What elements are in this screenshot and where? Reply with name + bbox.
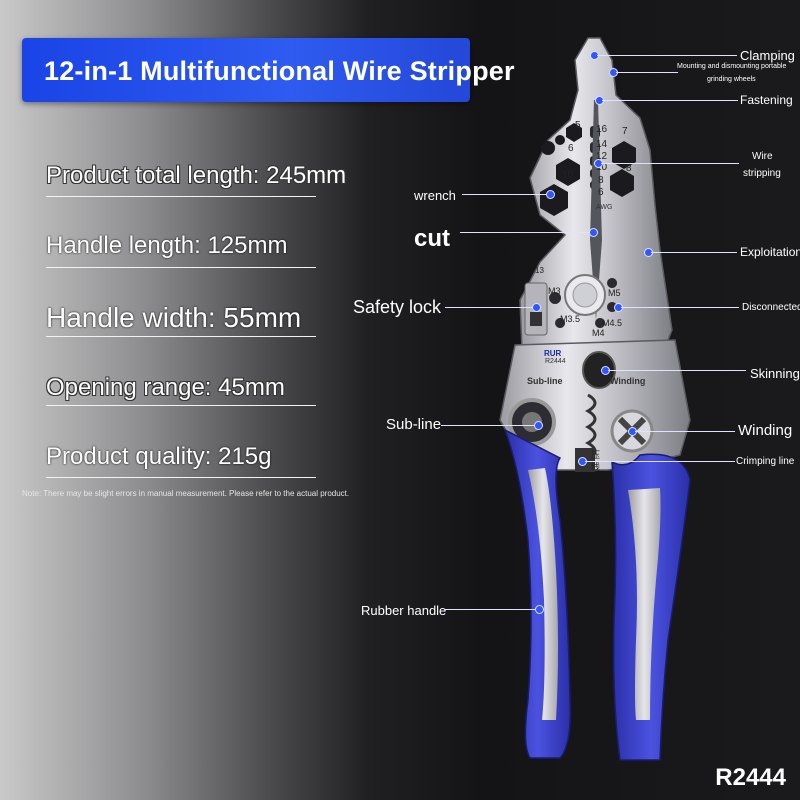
screw-mark: M3.5 <box>560 314 581 324</box>
gauge-mark: 10 <box>562 170 574 181</box>
callout-line <box>621 307 739 308</box>
label-skinning: Skinning <box>750 366 800 381</box>
label-exploitation: Exploitation <box>740 245 800 259</box>
label-wire: Wire <box>752 151 773 162</box>
label-clamping: Clamping <box>740 48 795 63</box>
spec-opening-range: Opening range: 45mm <box>46 374 285 401</box>
callout-line <box>597 55 737 56</box>
callout-line <box>462 194 548 195</box>
gauge-mark: 8 <box>598 175 604 186</box>
callout-line <box>616 72 678 73</box>
gauge-mark: 14 <box>596 139 608 150</box>
gauge-mark: 6 <box>568 143 574 154</box>
label-wrench: wrench <box>414 188 456 203</box>
label-safety-lock: Safety lock <box>353 297 442 317</box>
screw-mark: M4 <box>592 328 605 338</box>
callout-dot <box>535 605 544 614</box>
callout-line <box>601 163 739 164</box>
callout-line <box>444 609 536 610</box>
label-rubber-handle: Rubber handle <box>361 603 447 618</box>
brand-logo: RUR <box>544 349 562 358</box>
chinese-mark: 线 <box>591 462 601 472</box>
gauge-mark: 8 <box>626 163 632 174</box>
label-crimping-line: Crimping line <box>736 456 795 467</box>
label-disconnected: Disconnected <box>742 302 800 313</box>
spec-divider <box>46 196 316 197</box>
awg-mark: AWG <box>596 204 613 211</box>
spec-handle-width: Handle width: 55mm <box>46 302 302 333</box>
screw-mark: M4.5 <box>602 318 623 328</box>
page-title: 12-in-1 Multifunctional Wire Stripper <box>44 56 515 86</box>
callout-line <box>635 431 735 432</box>
gauge-mark: 10 <box>596 162 608 173</box>
callout-line <box>651 252 737 253</box>
label-fastening: Fastening <box>740 93 793 107</box>
label-winding: Winding <box>738 422 793 439</box>
spec-handle-length: Handle length: 125mm <box>46 232 288 259</box>
chinese-mark: 压 <box>591 450 601 460</box>
callout-dot <box>589 228 598 237</box>
callout-line <box>460 232 590 233</box>
sub-line-mark: Sub-line <box>527 376 563 386</box>
callout-line <box>445 307 533 308</box>
winding-mark: Winding <box>610 376 646 386</box>
label-cut: cut <box>414 225 450 252</box>
size-mark: 13 <box>535 266 544 275</box>
callout-dot <box>546 190 555 199</box>
gauge-mark: 16 <box>596 124 608 135</box>
callout-line <box>441 425 535 426</box>
screw-mark: M5 <box>608 288 621 298</box>
measurement-note: Note: There may be slight errors in manu… <box>22 489 350 498</box>
callout-line <box>585 461 735 462</box>
gauge-mark: 6 <box>598 187 604 198</box>
callout-dot <box>534 421 543 430</box>
spec-total-length: Product total length: 245mm <box>46 162 347 189</box>
spec-divider <box>46 477 316 478</box>
gauge-mark: 5 <box>575 120 581 131</box>
gauge-mark: 7 <box>622 126 628 137</box>
label-grinding: grinding wheels <box>707 76 756 83</box>
model-number: R2444 <box>715 764 786 791</box>
spec-product-quality: Product quality: 215g <box>46 443 272 470</box>
label-sub-line: Sub-line <box>386 416 442 433</box>
tool-model-mark: R2444 <box>545 358 566 365</box>
callout-dot <box>532 303 541 312</box>
label-stripping: stripping <box>743 168 781 179</box>
screw-mark: M3 <box>548 286 561 296</box>
spec-divider <box>46 336 316 337</box>
title-banner <box>22 38 470 102</box>
spec-divider <box>46 405 316 406</box>
callout-line <box>608 370 746 371</box>
gauge-mark: 12 <box>596 151 608 162</box>
callout-line <box>602 100 738 101</box>
spec-divider <box>46 267 316 268</box>
label-mounting: Mounting and dismounting portable <box>677 63 787 70</box>
